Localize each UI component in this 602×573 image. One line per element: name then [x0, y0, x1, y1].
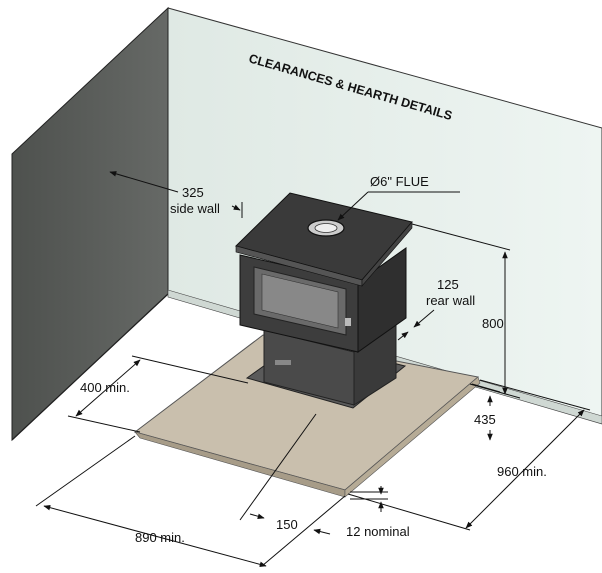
door-handle	[345, 318, 351, 326]
hearth-depth-ext-bottom	[347, 493, 471, 531]
flue-label: Ø6" FLUE	[370, 174, 429, 189]
hearth-edge-right	[344, 376, 481, 498]
hearth-width-dim-line	[43, 504, 267, 568]
left-depth-ext-top	[131, 355, 249, 384]
rear-wall-arrow	[413, 309, 435, 328]
left-depth-value: 400 min.	[80, 380, 130, 395]
front-offset-value: 150	[276, 517, 298, 532]
front-offset-ext-left	[239, 413, 317, 521]
left-depth-dim-line	[75, 359, 141, 417]
front-offset-arrow-left	[249, 513, 265, 519]
side-wall-dim-arrow	[109, 171, 179, 193]
hearth-depth-value: 960 min.	[497, 464, 547, 479]
hearth-depth-dim-line	[465, 409, 585, 529]
pedestal-badge	[275, 360, 291, 365]
side-wall-ref-line	[231, 204, 241, 211]
stove-window-inner	[261, 273, 339, 329]
rear-wall-value: 125	[437, 277, 459, 292]
side-wall	[11, 6, 169, 442]
side-wall-value: 325	[182, 185, 204, 200]
rear-wall-label: rear wall	[426, 293, 475, 308]
height-value: 800	[482, 316, 504, 331]
stove-top-edge-side	[361, 221, 413, 287]
front-gap-ext	[471, 383, 501, 393]
front-gap-value: 435	[474, 412, 496, 427]
flue-leader-arrow	[337, 191, 369, 221]
height-ext-top	[411, 223, 511, 251]
hearth-width-ext-left	[35, 435, 136, 507]
hearth-width-ext-right	[261, 495, 346, 567]
thickness-value: 12 nominal	[346, 524, 410, 539]
hearth-depth-ext-top	[479, 379, 591, 411]
hearth-width-value: 890 min.	[135, 530, 185, 545]
front-offset-arrow-right	[313, 528, 331, 535]
left-depth-ext-bottom	[67, 415, 141, 433]
flue-opening	[314, 223, 338, 233]
rear-wall-arrow-2	[397, 331, 409, 341]
side-wall-label: side wall	[170, 201, 220, 216]
